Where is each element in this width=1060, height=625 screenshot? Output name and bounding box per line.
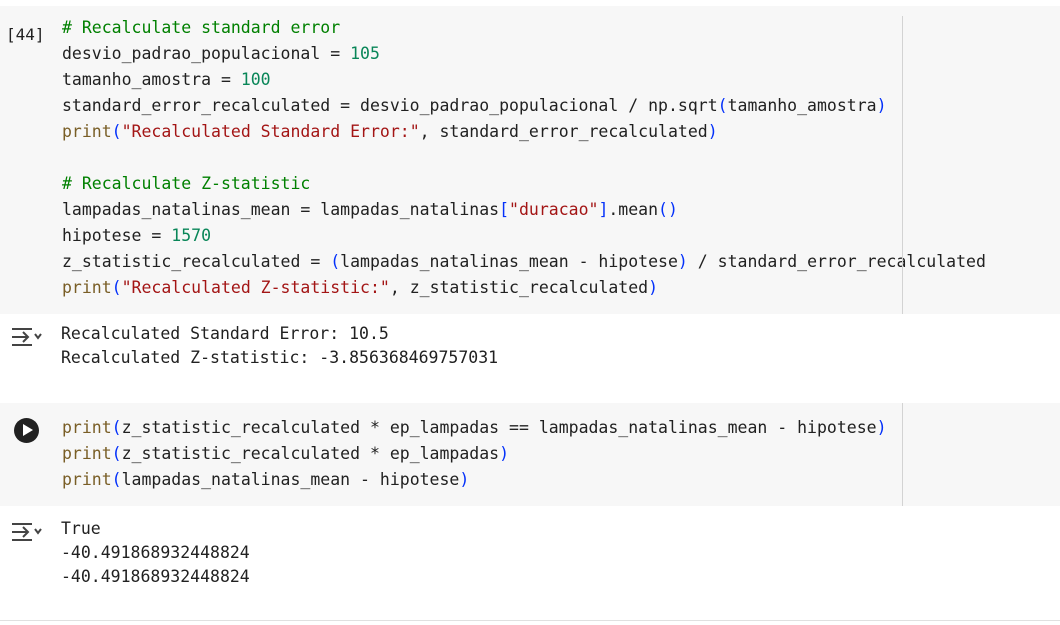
output-line: -40.491868932448824 [61, 567, 250, 586]
code-line: z_statistic_recalculated = (lampadas_nat… [62, 249, 986, 275]
code-token: z_statistic_recalculated * ep_lampadas =… [121, 418, 877, 437]
code-token: "duracao" [509, 200, 599, 219]
code-line: print("Recalculated Z-statistic:", z_sta… [62, 275, 986, 301]
output-text: True -40.491868932448824 -40.4918689324488… [61, 517, 250, 589]
code-token: ) [876, 418, 887, 437]
code-line: tamanho_amostra = 100 [62, 67, 986, 93]
code-token: ( [111, 278, 122, 297]
code-token: ( [111, 418, 122, 437]
code-token: hipotese = [62, 226, 172, 245]
code-token: ) [707, 122, 718, 141]
code-token: "Recalculated Standard Error:" [121, 122, 420, 141]
code-line: # Recalculate standard error [62, 15, 986, 41]
code-token: tamanho_amostra [727, 96, 877, 115]
code-token: print [62, 418, 112, 437]
code-line: lampadas_natalinas_mean = lampadas_natal… [62, 197, 986, 223]
code-token: ( [717, 96, 728, 115]
code-token: lampadas_natalinas_mean - hipotese [121, 470, 460, 489]
code-token: "Recalculated Z-statistic:" [121, 278, 390, 297]
code-editor[interactable]: # Recalculate standard error desvio_padra… [62, 15, 986, 301]
output-collapse-icon[interactable] [10, 326, 42, 348]
code-token: .mean [608, 200, 659, 219]
code-token: 105 [350, 44, 380, 63]
code-token: ) [459, 470, 470, 489]
code-token: lampadas_natalinas_mean = lampadas_natal… [62, 200, 500, 219]
code-token: 1570 [171, 226, 212, 245]
output-line: True [61, 519, 101, 538]
code-token: , standard_error_recalculated [419, 122, 708, 141]
play-icon[interactable] [14, 418, 39, 443]
code-token: ( [111, 470, 122, 489]
code-token: ) [499, 444, 510, 463]
code-token: print [62, 122, 112, 141]
code-token: standard_error_recalculated = desvio_pad… [62, 96, 718, 115]
code-token: ( [330, 252, 341, 271]
editor-ruler [902, 16, 903, 314]
code-line: print(lampadas_natalinas_mean - hipotese… [62, 467, 887, 493]
code-token: [ [499, 200, 510, 219]
code-token: / standard_error_recalculated [687, 252, 986, 271]
code-line: # Recalculate Z-statistic [62, 171, 986, 197]
code-token: ] [598, 200, 609, 219]
divider [0, 620, 1060, 621]
code-token: ) [876, 96, 887, 115]
code-token: 100 [240, 70, 271, 89]
code-line [62, 145, 986, 171]
code-editor[interactable]: print(z_statistic_recalculated * ep_lamp… [62, 415, 887, 493]
code-token: # Recalculate standard error [62, 18, 341, 37]
code-token: ( [111, 122, 122, 141]
code-token: print [62, 278, 112, 297]
code-token: tamanho_amostra = [62, 70, 241, 89]
execution-count: [44] [6, 25, 45, 44]
editor-ruler [902, 403, 903, 506]
code-line: standard_error_recalculated = desvio_pad… [62, 93, 986, 119]
cell-output-2: True -40.491868932448824 -40.4918689324488… [0, 515, 1060, 615]
code-cell-2[interactable]: print(z_statistic_recalculated * ep_lamp… [0, 403, 1060, 506]
output-line: Recalculated Z-statistic: -3.85636846975… [61, 348, 499, 367]
code-token: lampadas_natalinas_mean - hipotese [340, 252, 678, 271]
code-token: desvio_padrao_populacional = [62, 44, 351, 63]
code-token: () [658, 200, 678, 219]
code-line: desvio_padrao_populacional = 105 [62, 41, 986, 67]
code-token: , z_statistic_recalculated [389, 278, 649, 297]
code-line: print(z_statistic_recalculated * ep_lamp… [62, 441, 887, 467]
code-token: ) [677, 252, 688, 271]
output-line: Recalculated Standard Error: 10.5 [61, 324, 389, 343]
code-cell-1[interactable]: [44] # Recalculate standard error desvio_… [0, 6, 1060, 314]
code-token: z_statistic_recalculated = [62, 252, 331, 271]
code-line: hipotese = 1570 [62, 223, 986, 249]
code-token: z_statistic_recalculated * ep_lampadas [121, 444, 500, 463]
code-token: print [62, 470, 112, 489]
output-line: -40.491868932448824 [61, 543, 250, 562]
code-line: print("Recalculated Standard Error:", st… [62, 119, 986, 145]
code-line: print(z_statistic_recalculated * ep_lamp… [62, 415, 887, 441]
code-token: print [62, 444, 112, 463]
code-token: ) [648, 278, 659, 297]
code-token: ( [111, 444, 122, 463]
code-token: # Recalculate Z-statistic [62, 174, 311, 193]
output-collapse-icon[interactable] [10, 521, 42, 543]
